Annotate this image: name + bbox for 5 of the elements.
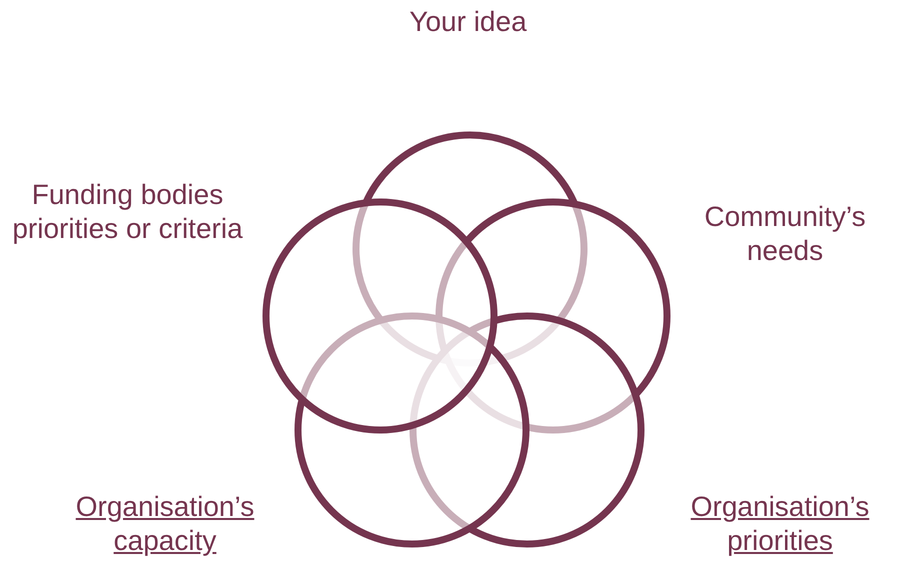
circle-label: Organisation’s priorities — [655, 490, 905, 558]
circle-label: Organisation’s capacity — [40, 490, 290, 558]
circle-label: Your idea — [368, 5, 568, 39]
circle-label: Funding bodies priorities or criteria — [5, 178, 250, 246]
circle-label: Community’s needs — [690, 200, 880, 268]
